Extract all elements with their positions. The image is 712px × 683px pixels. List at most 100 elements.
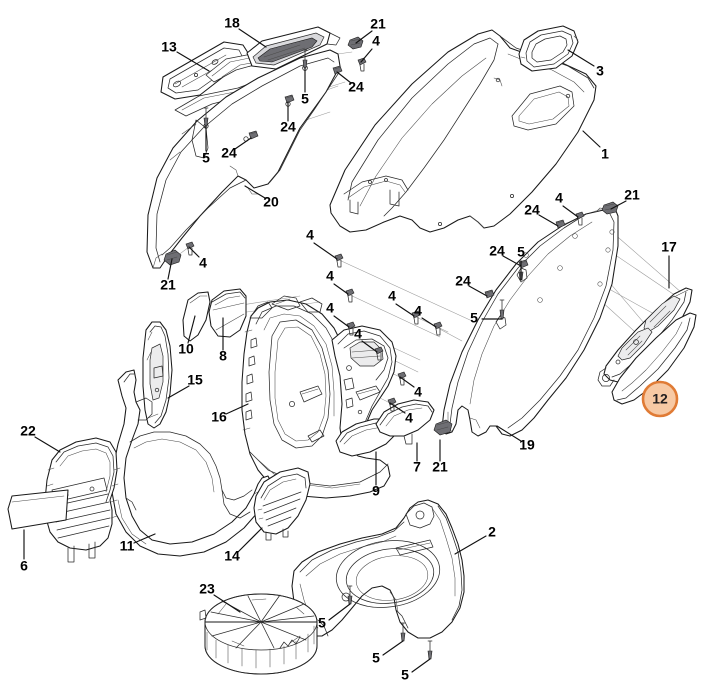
part-number-label-7[interactable]: 7 — [413, 459, 421, 475]
part-number-label-4[interactable]: 4 — [405, 410, 413, 426]
part-8-side-wedge-panel-right[interactable] — [208, 288, 247, 338]
part-number-label-21[interactable]: 21 — [160, 277, 176, 293]
leader-line-5 — [411, 658, 431, 673]
part-number-label-15[interactable]: 15 — [187, 372, 203, 388]
leader-line-24 — [336, 71, 352, 84]
part-number-label-8[interactable]: 8 — [219, 348, 227, 364]
part-number-label-1[interactable]: 1 — [601, 146, 609, 162]
part-10-side-wedge-panel-left[interactable] — [182, 291, 211, 342]
part-15-side-rail-trim[interactable] — [142, 321, 173, 429]
part-number-label-4[interactable]: 4 — [354, 326, 362, 342]
leader-line-19 — [496, 425, 522, 442]
part-number-label-24[interactable]: 24 — [221, 145, 237, 161]
leader-line-21 — [355, 30, 373, 44]
part-number-label-5[interactable]: 5 — [301, 91, 309, 107]
part-number-label-5[interactable]: 5 — [202, 150, 210, 166]
part-number-label-21[interactable]: 21 — [432, 459, 448, 475]
part-3-headlight-bezel-ring[interactable] — [518, 25, 579, 72]
leader-line-4 — [333, 283, 349, 295]
part-number-label-4[interactable]: 4 — [414, 303, 422, 319]
part-number-label-5[interactable]: 5 — [401, 667, 409, 683]
leader-line-24 — [234, 137, 252, 150]
fastener-pin — [203, 49, 524, 660]
leader-line-18 — [238, 28, 267, 48]
part-1-hood-top-panel[interactable] — [329, 29, 597, 233]
leader-line-4 — [333, 315, 350, 328]
leader-line-24 — [502, 255, 522, 267]
leader-line-10 — [187, 315, 196, 344]
part-number-label-9[interactable]: 9 — [372, 483, 380, 499]
leader-line-1 — [582, 130, 601, 148]
part-number-label-24[interactable]: 24 — [348, 79, 364, 95]
part-number-label-14[interactable]: 14 — [224, 548, 240, 564]
part-6-label-plate[interactable] — [7, 489, 69, 530]
part-number-label-4[interactable]: 4 — [372, 33, 380, 49]
leader-line-4 — [360, 48, 373, 63]
part-number-label-24[interactable]: 24 — [455, 273, 471, 289]
part-number-label-5[interactable]: 5 — [318, 615, 326, 631]
part-16-dashboard-console[interactable] — [241, 295, 397, 499]
part-11-front-bumper-fascia[interactable] — [111, 369, 273, 557]
leader-line-4 — [361, 340, 378, 353]
leader-line-11 — [133, 533, 156, 544]
leader-line-4 — [562, 205, 579, 218]
part-number-label-2[interactable]: 2 — [488, 524, 496, 540]
part-number-label-13[interactable]: 13 — [161, 39, 177, 55]
part-number-label-4[interactable]: 4 — [555, 190, 563, 206]
part-number-label-21[interactable]: 21 — [624, 187, 640, 203]
leader-line-13 — [176, 51, 210, 72]
part-number-label-3[interactable]: 3 — [596, 63, 604, 79]
part-number-label-21[interactable]: 21 — [370, 16, 386, 32]
part-number-label-10[interactable]: 10 — [178, 341, 194, 357]
part-number-label-24[interactable]: 24 — [489, 243, 505, 259]
part-12-side-cover-panel[interactable] — [611, 312, 697, 405]
part-number-label-5[interactable]: 5 — [372, 650, 380, 666]
part-number-label-11[interactable]: 11 — [120, 538, 135, 554]
part-number-label-4[interactable]: 4 — [306, 227, 314, 243]
part-17-latch-mechanism[interactable] — [597, 287, 693, 387]
part-22-rear-grille-cover[interactable] — [44, 437, 121, 563]
part-number-label-4[interactable]: 4 — [414, 384, 422, 400]
leader-line-4 — [399, 376, 415, 388]
leader-line-4 — [389, 402, 406, 414]
callout-number-labels: 1234444444444455555556789101113141516171… — [20, 15, 677, 683]
part-number-label-17[interactable]: 17 — [661, 239, 677, 255]
part-number-label-24[interactable]: 24 — [280, 119, 296, 135]
leader-line-4 — [421, 317, 437, 328]
leader-line-2 — [454, 535, 487, 555]
highlight-badge-12[interactable]: 12 — [641, 380, 679, 418]
leader-line-4 — [313, 242, 338, 260]
leader-line-4 — [395, 303, 415, 317]
part-number-label-19[interactable]: 19 — [519, 437, 535, 453]
leader-line-3 — [567, 49, 595, 67]
leader-line-15 — [167, 385, 190, 399]
part-21-clip-retainer-left[interactable] — [163, 249, 182, 266]
part-number-label-5[interactable]: 5 — [470, 310, 478, 326]
part-number-label-20[interactable]: 20 — [263, 194, 279, 210]
part-2-rear-fan-shroud[interactable] — [291, 499, 465, 639]
svg-text:12: 12 — [652, 391, 668, 407]
part-number-label-6[interactable]: 6 — [20, 558, 28, 574]
part-number-label-4[interactable]: 4 — [199, 255, 207, 271]
part-18-hinge-arm[interactable] — [246, 26, 341, 70]
part-19-side-skirt-panel-right[interactable] — [441, 205, 619, 437]
part-number-label-4[interactable]: 4 — [388, 288, 396, 304]
part-number-label-23[interactable]: 23 — [199, 581, 215, 597]
part-number-label-4[interactable]: 4 — [326, 268, 334, 284]
part-number-label-4[interactable]: 4 — [326, 300, 334, 316]
part-number-label-18[interactable]: 18 — [224, 15, 240, 31]
leader-line-16 — [225, 403, 249, 415]
leader-line-22 — [34, 436, 61, 453]
part-number-label-24[interactable]: 24 — [524, 202, 540, 218]
part-21-clip-retainer-lower[interactable] — [433, 419, 453, 436]
leader-line-21 — [167, 258, 173, 280]
part-21-clip-retainer-right[interactable] — [601, 201, 619, 215]
part-number-label-5[interactable]: 5 — [517, 244, 525, 260]
part-23-impeller-fan[interactable] — [199, 593, 318, 675]
part-number-label-22[interactable]: 22 — [20, 423, 36, 439]
part-number-label-16[interactable]: 16 — [211, 409, 227, 425]
part-14-vent-grille-louver[interactable] — [253, 467, 311, 541]
leader-line-4 — [188, 246, 200, 258]
